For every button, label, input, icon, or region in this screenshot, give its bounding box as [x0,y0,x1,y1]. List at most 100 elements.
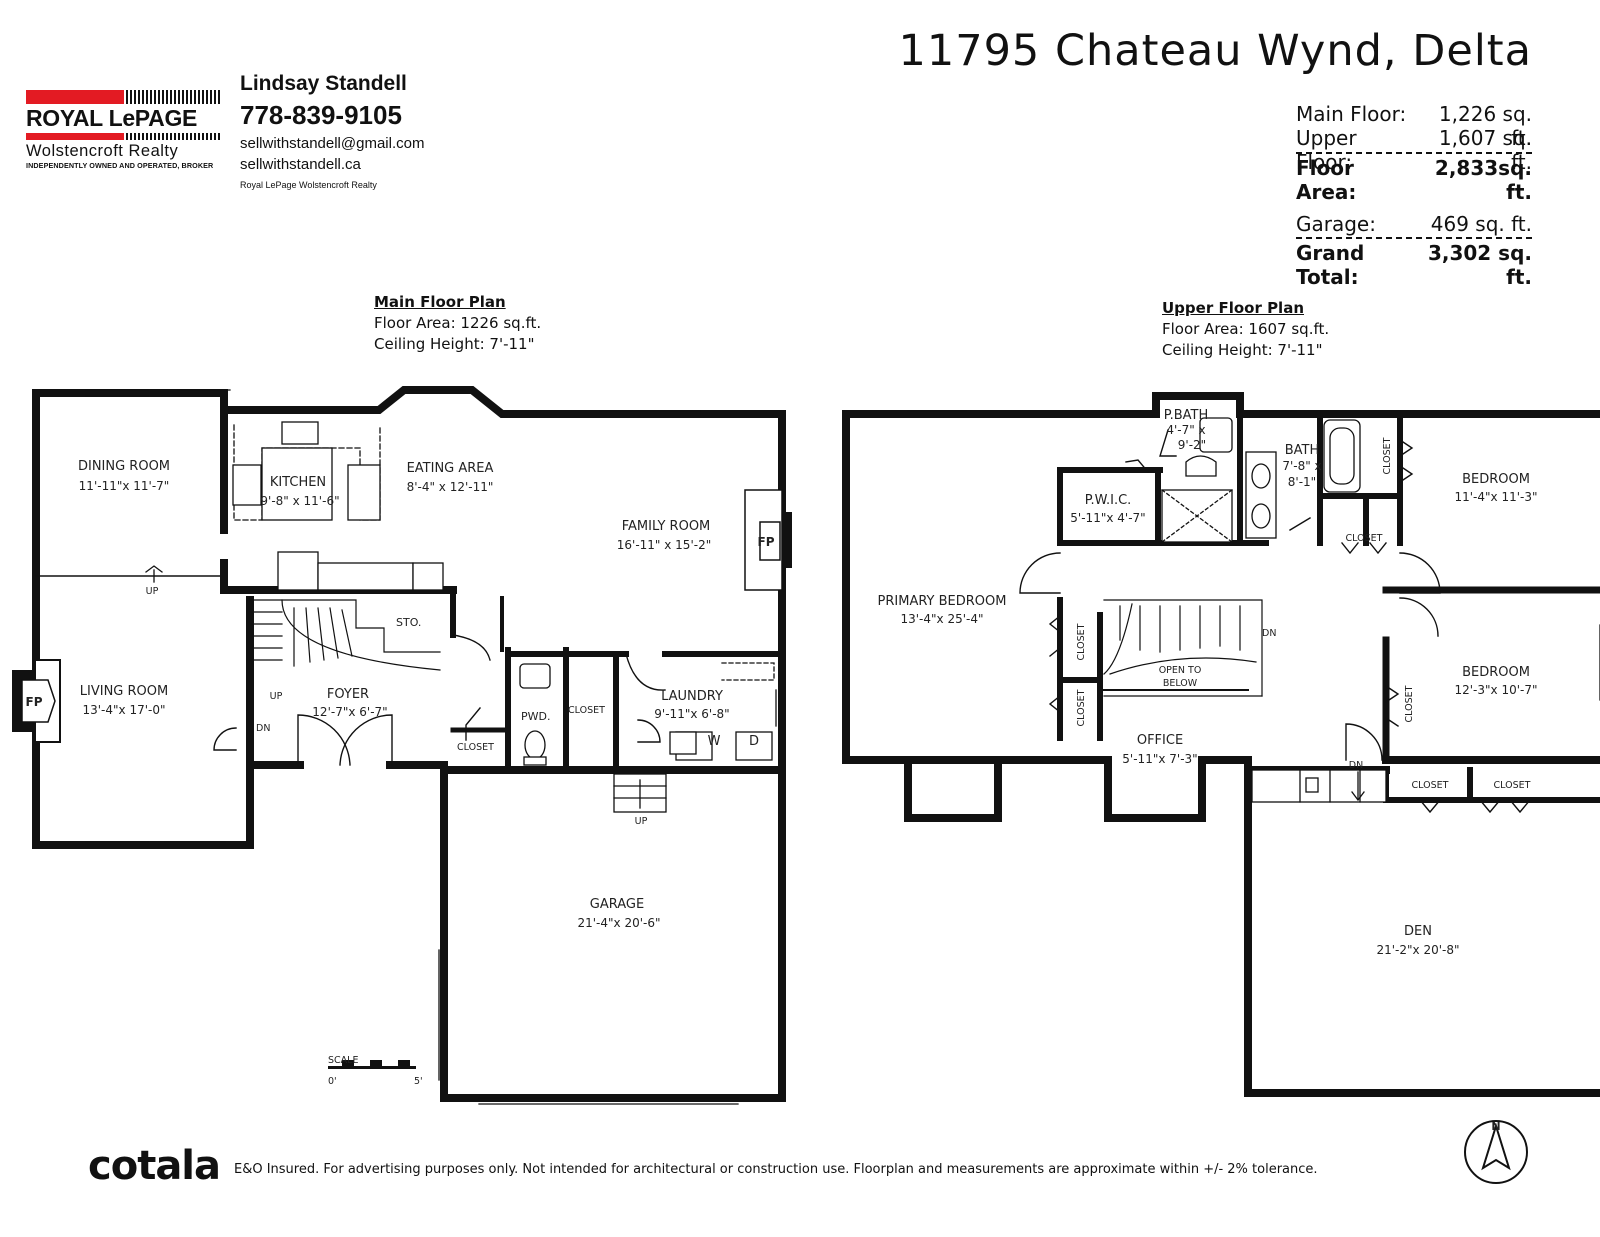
kitchen-dim: 9'-8" x 11'-6" [260,494,339,508]
kitchen-label: KITCHEN [270,475,326,490]
closet-label: CLOSET [457,742,494,753]
area-value: 1,607 sq. ft. [1438,126,1532,174]
foyer-dim: 12'-7"x 6'-7" [312,705,387,719]
upper-bath-fixtures [1161,417,1361,543]
stairs-up-label: UP [635,816,648,827]
royal-lepage-logo: ROYAL LePAGE Wolstencroft Realty INDEPEN… [26,90,220,170]
cotala-logo: cotala [88,1143,221,1189]
dining-room-dim: 11'-11"x 11'-7" [79,479,170,493]
den-stairs [1251,769,1387,803]
area-value: 3,302 sq. ft. [1427,241,1532,289]
area-row-grand-total: Grand Total: 3,302 sq. ft. [1296,241,1532,289]
laundry-fixtures [669,662,775,761]
upper-floor-title: Upper Floor Plan [1162,299,1305,317]
open-to-below-label: OPEN TO [1159,665,1202,676]
fireplace-label: FP [26,695,43,709]
north-arrow-icon [1464,1120,1528,1184]
fireplace-label: FP [758,535,775,549]
powder-room-label: PWD. [521,710,550,723]
property-address: 11795 Chateau Wynd, Delta [898,26,1532,76]
agent-brokerage: Royal LePage Wolstencroft Realty [240,180,377,190]
eating-area-dim: 8'-4" x 12'-11" [407,480,494,494]
upper-stairs [1103,599,1263,697]
family-room-dim: 16'-11" x 15'-2" [617,538,711,552]
main-floor-heading: Main Floor Plan Floor Area: 1226 sq.ft. … [374,292,541,355]
area-label: Main Floor: [1296,102,1407,126]
area-label: Grand Total: [1296,241,1365,289]
agent-website[interactable]: sellwithstandell.ca [240,156,361,173]
dryer-label: D [749,734,759,749]
bath-dim: 7'-8" x [1282,459,1321,473]
primary-bedroom-label: PRIMARY BEDROOM [878,594,1007,609]
area-value: 2,833sq. ft. [1434,156,1532,204]
agent-info: Lindsay Standell 778-839-9105 sellwithst… [240,72,424,190]
closet-label: CLOSET [1412,780,1449,791]
main-windows [85,389,777,1105]
family-room-label: FAMILY ROOM [622,519,711,534]
north-label: N [1491,1120,1500,1133]
main-stairs [249,599,441,671]
eating-area-label: EATING AREA [407,461,494,476]
powder-fixtures [519,663,551,766]
area-row-upper: Upper Floor: 1,607 sq. ft. [1296,126,1532,174]
main-floor-title: Main Floor Plan [374,293,506,311]
agent-email[interactable]: sellwithstandell@gmail.com [240,135,425,152]
garage-dim: 21'-4"x 20'-6" [577,916,660,930]
upper-floor-heading: Upper Floor Plan Floor Area: 1607 sq.ft.… [1162,298,1329,361]
kitchen-counters [232,421,444,591]
main-floor-area: Floor Area: 1226 sq.ft. [374,314,542,332]
pwic-label: P.W.I.C. [1085,493,1132,508]
dining-room-label: DINING ROOM [78,459,170,474]
disclaimer-text: E&O Insured. For advertising purposes on… [234,1162,1318,1177]
divider [1296,237,1532,239]
closet-label: CLOSET [1076,689,1087,726]
scale-bar-icon [328,1060,416,1069]
scale-min-label: 0' [328,1076,337,1087]
laundry-label: LAUNDRY [661,689,723,704]
stairs-up-label: UP [146,586,159,597]
upper-floor-area: Floor Area: 1607 sq.ft. [1162,320,1330,338]
logo-tagline: INDEPENDENTLY OWNED AND OPERATED, BROKER [26,161,214,170]
scale-label: SCALE [328,1055,358,1066]
area-value: 1,226 sq. ft. [1438,102,1532,150]
garage-label: GARAGE [590,897,644,912]
den-label: DEN [1404,924,1432,939]
stairs-up-label: UP [270,691,283,702]
stairs-down-label: DN [1262,628,1276,639]
office-label: OFFICE [1137,733,1183,748]
bedroom-label: BEDROOM [1462,665,1530,680]
closet-label: CLOSET [1404,685,1415,722]
laundry-dim: 9'-11"x 6'-8" [654,707,729,721]
primary-bath-label: P.BATH [1164,408,1208,423]
closet-label: CLOSET [1494,780,1531,791]
area-label: Garage: [1296,212,1376,236]
area-value: 469 sq. ft. [1430,212,1532,236]
main-floor-ceiling: Ceiling Height: 7'-11" [374,335,535,353]
bath-dim: 8'-1" [1288,475,1316,489]
logo-barcode [126,90,220,104]
bedroom-label: BEDROOM [1462,472,1530,487]
area-row-floor-total: Floor Area:2,833sq. ft. [1296,156,1532,204]
agent-phone[interactable]: 778-839-9105 [240,100,402,130]
primary-bedroom-dim: 13'-4"x 25'-4" [900,612,983,626]
agent-name: Lindsay Standell [240,72,407,95]
garage-stairs [613,773,667,813]
closet-label: CLOSET [568,705,605,716]
divider [1296,152,1532,154]
upper-floor-ceiling: Ceiling Height: 7'-11" [1162,341,1323,359]
logo-red-bar [26,90,124,104]
main-doors [213,634,666,766]
upper-floor-walls [842,392,1600,1097]
bedroom-dim: 11'-4"x 11'-3" [1454,490,1537,504]
bedroom-dim: 12'-3"x 10'-7" [1454,683,1537,697]
living-room-dim: 13'-4"x 17'-0" [82,703,165,717]
office-dim: 5'-11"x 7'-3" [1122,752,1197,766]
open-to-below-label: BELOW [1163,678,1198,689]
foyer-label: FOYER [327,687,369,702]
closet-label: CLOSET [1346,533,1383,544]
closet-label: CLOSET [1076,623,1087,660]
scale-max-label: 5' [414,1076,423,1087]
area-label: Upper Floor: [1296,126,1357,174]
closet-label: CLOSET [1382,437,1393,474]
